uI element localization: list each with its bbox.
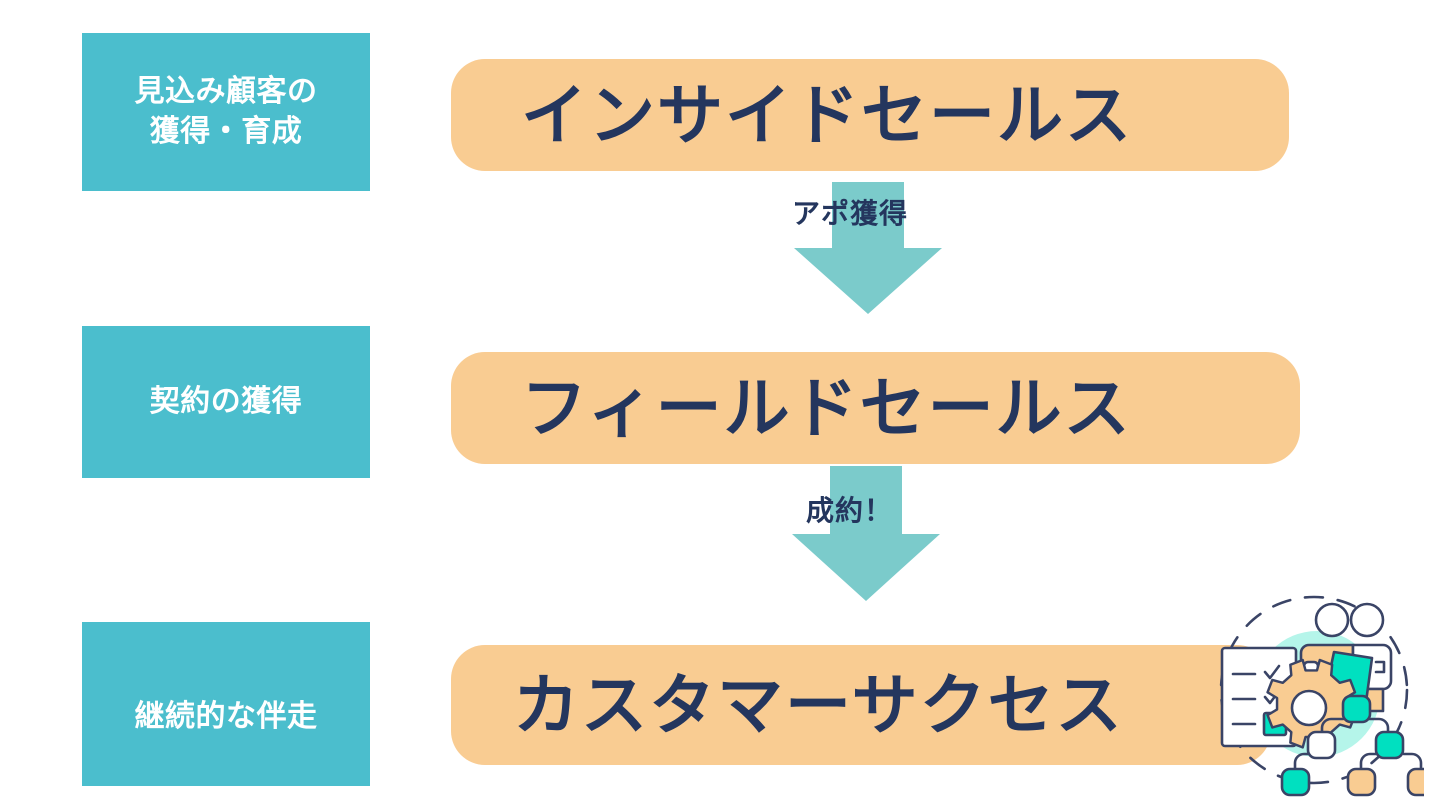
stage-box-text: カスタマーサクセス	[513, 668, 1124, 742]
stage-label-contract: 契約の獲得	[82, 326, 370, 478]
dashed-circle	[1219, 595, 1409, 785]
stage-label-line: 見込み顧客の	[134, 74, 318, 108]
tree-node-mid-left	[1306, 730, 1337, 760]
stage-box-inside-sales: インサイドセールス	[451, 59, 1289, 171]
tree-node-leaf-1	[1280, 767, 1311, 797]
arrow-label-appointment: アポ獲得	[792, 198, 909, 229]
stage-box-field-sales: フィールドセールス	[451, 352, 1300, 464]
tree-link-5	[1402, 752, 1423, 773]
stage-box-customer-success: カスタマーサクセス	[451, 645, 1271, 765]
arrow-down-1	[794, 182, 942, 314]
tree-node-leaf-2	[1346, 767, 1377, 797]
tree-node-mid-right	[1374, 730, 1405, 760]
checklist-check-1	[1263, 664, 1281, 680]
person-head-left	[1314, 602, 1350, 638]
stage-label-line: 継続的な伴走	[134, 699, 318, 733]
tree-link-3	[1293, 752, 1316, 773]
person-arm-right	[1374, 660, 1386, 674]
tree-node-top	[1341, 694, 1372, 724]
tree-node-leaf-3	[1406, 767, 1424, 797]
stage-label-prospecting: 見込み顧客の 獲得・育成	[82, 33, 370, 191]
tree-link-4	[1359, 752, 1384, 773]
arrow-label-closing: 成約！	[806, 495, 894, 526]
stage-box-text: インサイドセールス	[521, 78, 1133, 152]
tree-link-1	[1320, 717, 1345, 736]
stage-label-line: 契約の獲得	[149, 384, 303, 418]
tree-link-2	[1367, 717, 1390, 736]
stage-box-text: フィールドセールス	[521, 371, 1132, 445]
customer-success-illustration	[1204, 586, 1424, 802]
person-head-right	[1349, 602, 1385, 638]
stage-label-line: 獲得・育成	[149, 115, 303, 148]
stage-label-ongoing-support: 継続的な伴走	[82, 622, 370, 786]
arrow-down-2	[792, 466, 940, 601]
